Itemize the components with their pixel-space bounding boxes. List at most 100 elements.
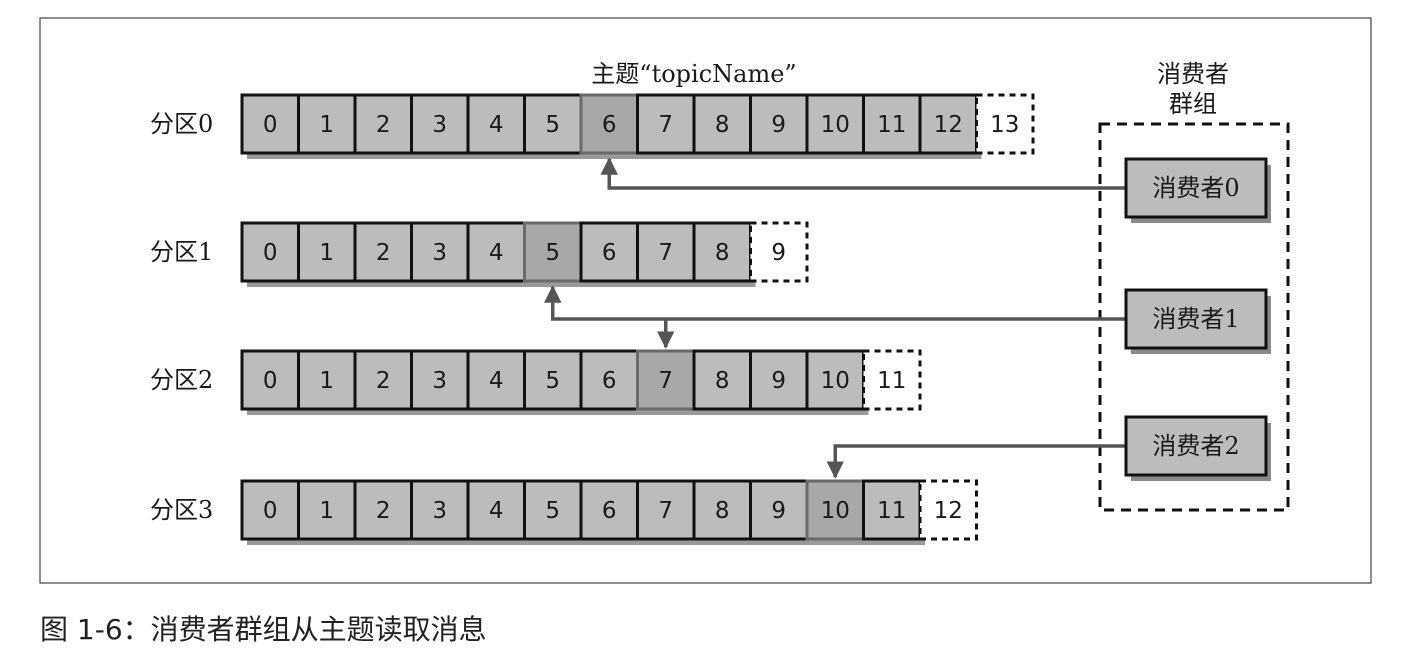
consumer-1: 消费者1 bbox=[1124, 288, 1271, 354]
offset-label: 10 bbox=[821, 368, 850, 394]
offset-label: 3 bbox=[432, 112, 447, 138]
offset-label: 9 bbox=[771, 498, 786, 524]
pending-offset-cell bbox=[918, 479, 978, 541]
partition-label: 分区2 bbox=[150, 366, 213, 394]
consumer-box bbox=[1124, 415, 1268, 477]
consumer-label: 消费者0 bbox=[1152, 174, 1239, 202]
group-title-line2: 群组 bbox=[1169, 90, 1217, 118]
offset-cell bbox=[240, 93, 300, 155]
offset-cell bbox=[862, 93, 922, 155]
offset-label: 5 bbox=[545, 240, 560, 266]
offset-label: 6 bbox=[602, 240, 617, 266]
offset-cell bbox=[749, 479, 809, 541]
offset-cell bbox=[353, 479, 413, 541]
offset-label: 3 bbox=[432, 498, 447, 524]
offset-cell bbox=[918, 93, 978, 155]
offset-label: 8 bbox=[715, 112, 730, 138]
current-offset-cell bbox=[523, 221, 583, 283]
partition-label: 分区0 bbox=[150, 110, 213, 138]
offset-label: 7 bbox=[658, 240, 673, 266]
offset-cell bbox=[240, 349, 300, 411]
offset-label: 5 bbox=[545, 112, 560, 138]
consumer-2: 消费者2 bbox=[1124, 415, 1271, 481]
offset-cell bbox=[749, 93, 809, 155]
offset-cell bbox=[579, 349, 639, 411]
offset-label: 0 bbox=[263, 498, 278, 524]
offset-label: 6 bbox=[602, 112, 617, 138]
arrow-consumer0-partition0 bbox=[600, 157, 1126, 190]
offset-label: 1 bbox=[319, 240, 334, 266]
offset-cell bbox=[523, 349, 583, 411]
offset-cell bbox=[692, 479, 752, 541]
offset-label: 7 bbox=[658, 112, 673, 138]
offset-label: 7 bbox=[658, 368, 673, 394]
offset-label: 0 bbox=[263, 240, 278, 266]
offset-label: 3 bbox=[432, 368, 447, 394]
offset-label: 11 bbox=[877, 368, 906, 394]
consumer-label: 消费者2 bbox=[1152, 432, 1239, 460]
offset-label: 10 bbox=[821, 112, 850, 138]
consumers-layer: 消费者0 消费者1 消费者2 bbox=[1124, 157, 1271, 481]
offset-cell bbox=[749, 349, 809, 411]
offset-label: 0 bbox=[263, 368, 278, 394]
current-offset-cell bbox=[805, 479, 865, 541]
offset-label: 4 bbox=[489, 498, 504, 524]
offset-cell bbox=[523, 479, 583, 541]
offset-label: 9 bbox=[771, 112, 786, 138]
arrows-layer bbox=[544, 157, 1126, 479]
offset-label: 10 bbox=[821, 498, 850, 524]
pending-offset-cell bbox=[975, 93, 1035, 155]
figure-frame bbox=[39, 17, 1372, 584]
offset-label: 2 bbox=[376, 368, 391, 394]
offset-label: 13 bbox=[990, 112, 1019, 138]
offset-label: 5 bbox=[545, 498, 560, 524]
offset-label: 9 bbox=[771, 368, 786, 394]
offset-label: 3 bbox=[432, 240, 447, 266]
offset-label: 11 bbox=[877, 498, 906, 524]
offset-label: 12 bbox=[934, 498, 963, 524]
consumer-box bbox=[1124, 157, 1268, 219]
offset-label: 6 bbox=[602, 498, 617, 524]
offset-label: 11 bbox=[877, 112, 906, 138]
pending-offset-cell bbox=[862, 349, 922, 411]
offset-cell bbox=[805, 349, 865, 411]
offset-label: 12 bbox=[934, 112, 963, 138]
offset-label: 2 bbox=[376, 112, 391, 138]
figure-caption: 图 1-6：消费者群组从主题读取消息 bbox=[40, 613, 487, 646]
group-title-line1: 消费者 bbox=[1157, 60, 1229, 88]
offset-label: 1 bbox=[319, 368, 334, 394]
offset-label: 4 bbox=[489, 240, 504, 266]
offset-label: 4 bbox=[489, 112, 504, 138]
pending-offset-cell bbox=[749, 221, 809, 283]
offset-cell bbox=[466, 93, 526, 155]
consumer-0: 消费者0 bbox=[1124, 157, 1271, 223]
offset-label: 9 bbox=[771, 240, 786, 266]
offset-cell bbox=[466, 479, 526, 541]
consumer-group-box bbox=[1098, 122, 1290, 512]
offset-cell bbox=[353, 349, 413, 411]
offset-cell bbox=[579, 479, 639, 541]
current-offset-cell bbox=[579, 93, 639, 155]
offset-cell bbox=[636, 93, 696, 155]
offset-label: 7 bbox=[658, 498, 673, 524]
offset-label: 8 bbox=[715, 240, 730, 266]
offset-cell bbox=[466, 221, 526, 283]
offset-label: 5 bbox=[545, 368, 560, 394]
partition-label: 分区1 bbox=[150, 238, 213, 266]
offset-label: 1 bbox=[319, 498, 334, 524]
offset-label: 8 bbox=[715, 368, 730, 394]
offset-cell bbox=[862, 479, 922, 541]
arrow-consumer1-partition1 bbox=[544, 285, 1126, 321]
arrow-consumer2-partition3 bbox=[826, 444, 1126, 479]
offset-label: 2 bbox=[376, 498, 391, 524]
offset-cell bbox=[692, 349, 752, 411]
partition-label: 分区3 bbox=[150, 496, 213, 524]
consumer-label: 消费者1 bbox=[1152, 305, 1239, 333]
consumer-box bbox=[1124, 288, 1268, 350]
offset-label: 0 bbox=[263, 112, 278, 138]
offset-cell bbox=[410, 221, 470, 283]
